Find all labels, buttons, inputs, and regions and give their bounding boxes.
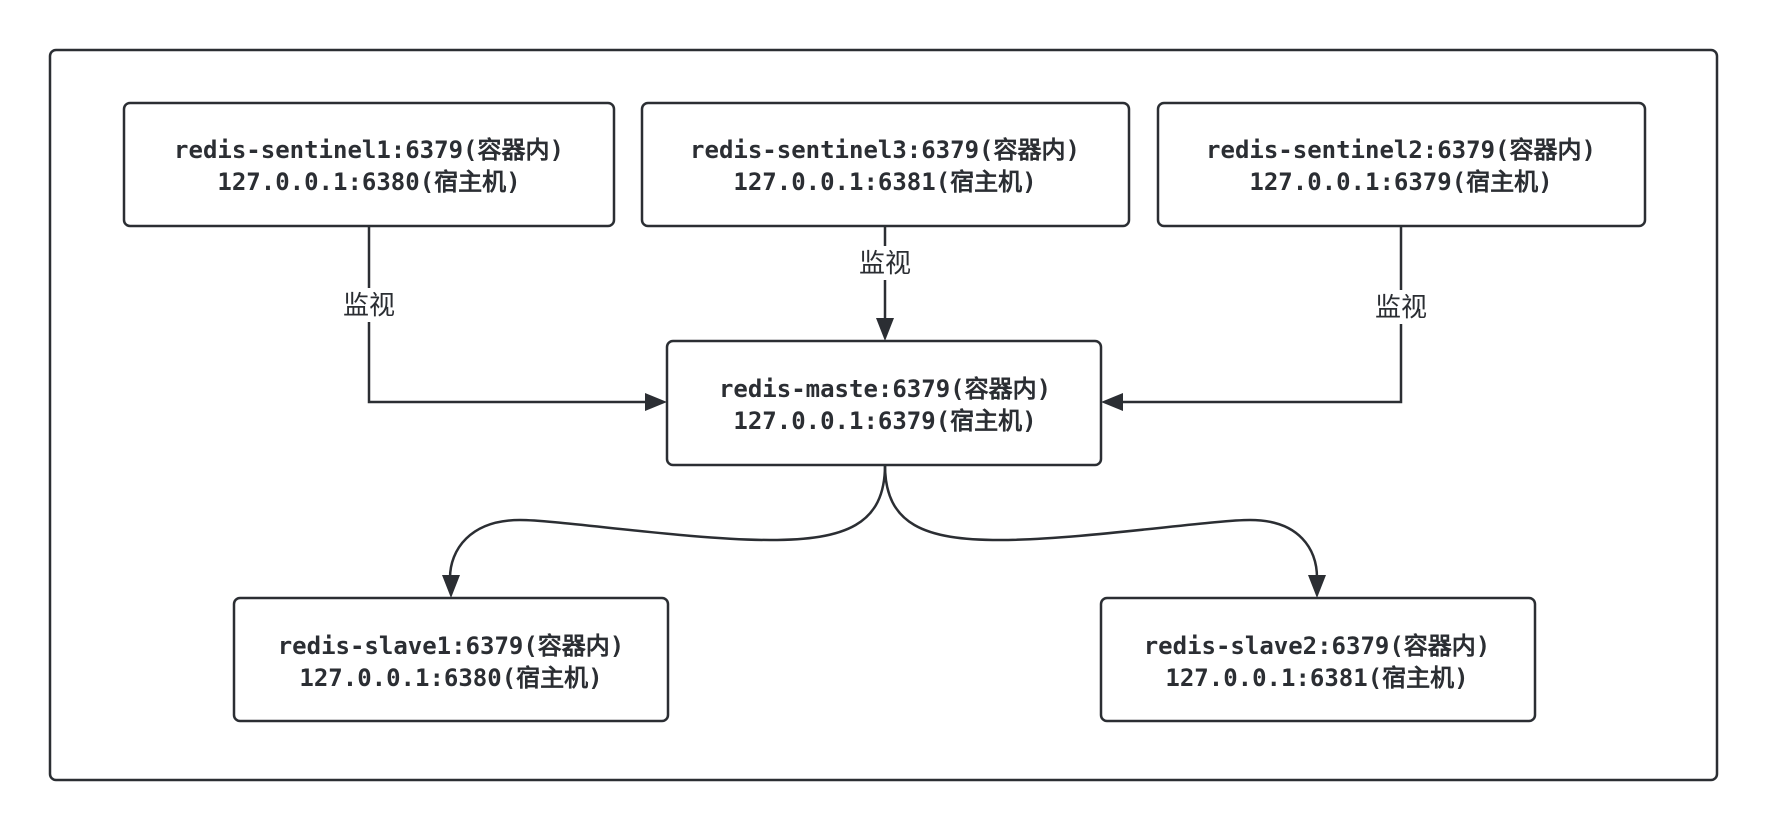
node-line-host: 127.0.0.1:6381(宿主机): [1165, 664, 1468, 692]
node-line-host: 127.0.0.1:6379(宿主机): [733, 407, 1036, 435]
node-sentinel2: redis-sentinel2:6379(容器内) 127.0.0.1:6379…: [1156, 101, 1647, 228]
node-line-container: redis-slave2:6379(容器内): [1144, 632, 1491, 660]
node-sentinel3: redis-sentinel3:6379(容器内) 127.0.0.1:6381…: [640, 101, 1131, 228]
arrow-head: [442, 575, 460, 598]
edge-sentinel1-to-master: 监视: [340, 226, 667, 411]
node-master: redis-maste:6379(容器内) 127.0.0.1:6379(宿主机…: [665, 339, 1103, 467]
edge-master-to-slave1: [442, 464, 887, 598]
node-sentinel1: redis-sentinel1:6379(容器内) 127.0.0.1:6380…: [122, 101, 616, 228]
node-line-host: 127.0.0.1:6381(宿主机): [733, 168, 1036, 196]
node-line-host: 127.0.0.1:6380(宿主机): [217, 168, 520, 196]
arrow-head: [876, 318, 894, 341]
edge-label-monitor: 监视: [859, 249, 911, 279]
arrow-head: [1101, 393, 1123, 411]
node-slave2: redis-slave2:6379(容器内) 127.0.0.1:6381(宿主…: [1099, 596, 1537, 723]
node-line-host: 127.0.0.1:6380(宿主机): [299, 664, 602, 692]
node-line-container: redis-sentinel1:6379(容器内): [174, 136, 564, 164]
edge-sentinel2-to-master: 监视: [1101, 226, 1430, 411]
node-line-container: redis-slave1:6379(容器内): [278, 632, 625, 660]
node-line-container: redis-sentinel3:6379(容器内): [690, 136, 1080, 164]
node-slave1: redis-slave1:6379(容器内) 127.0.0.1:6380(宿主…: [232, 596, 670, 723]
arrow-head: [645, 393, 667, 411]
edge-sentinel3-to-master: 监视: [856, 226, 914, 341]
node-line-container: redis-sentinel2:6379(容器内): [1206, 136, 1596, 164]
edge-label-monitor: 监视: [1375, 293, 1427, 323]
edge-label-monitor: 监视: [343, 291, 395, 321]
node-line-host: 127.0.0.1:6379(宿主机): [1249, 168, 1552, 196]
arrow-head: [1308, 575, 1326, 598]
node-line-container: redis-maste:6379(容器内): [719, 375, 1051, 403]
edge-master-to-slave2: [883, 464, 1326, 598]
